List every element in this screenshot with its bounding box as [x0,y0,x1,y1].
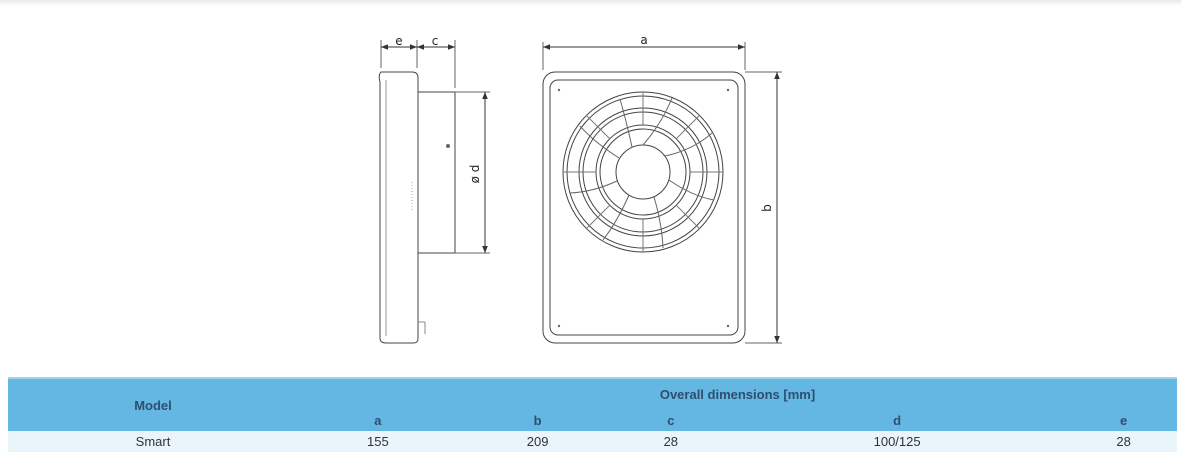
cell-b: 209 [457,431,618,452]
column-header-a: a [298,409,458,431]
dimensions-table: Model Overall dimensions [mm] a b c d e … [8,377,1177,452]
cell-c: 28 [617,431,725,452]
overall-dimensions-header: Overall dimensions [mm] [298,377,1177,409]
dim-label-c: c [432,34,439,48]
cell-e: 28 [1070,431,1177,452]
cell-a: 155 [298,431,458,452]
fan-blades [569,97,715,249]
front-view [542,42,782,344]
grille-ribs [563,92,723,252]
cell-d: 100/125 [724,431,1071,452]
side-view [378,40,490,344]
top-shadow [0,0,1181,6]
column-header-c: c [617,409,725,431]
dim-label-e: e [395,34,402,48]
cell-model: Smart [8,431,298,452]
column-header-b: b [457,409,618,431]
table-header-row: Model Overall dimensions [mm] [8,377,1177,431]
dim-label-b: b [760,204,774,212]
column-header-d: d [724,409,1071,431]
column-header-e: e [1070,409,1177,431]
table-subheader-row: a b c d e [8,409,1177,431]
model-header: Model [8,377,298,431]
table-row: Smart 155 209 28 100/125 28 [8,431,1177,452]
fan-technical-drawing: e c ø d [378,33,782,344]
dim-label-d: ø d [468,165,482,184]
dim-label-a: a [640,33,647,47]
